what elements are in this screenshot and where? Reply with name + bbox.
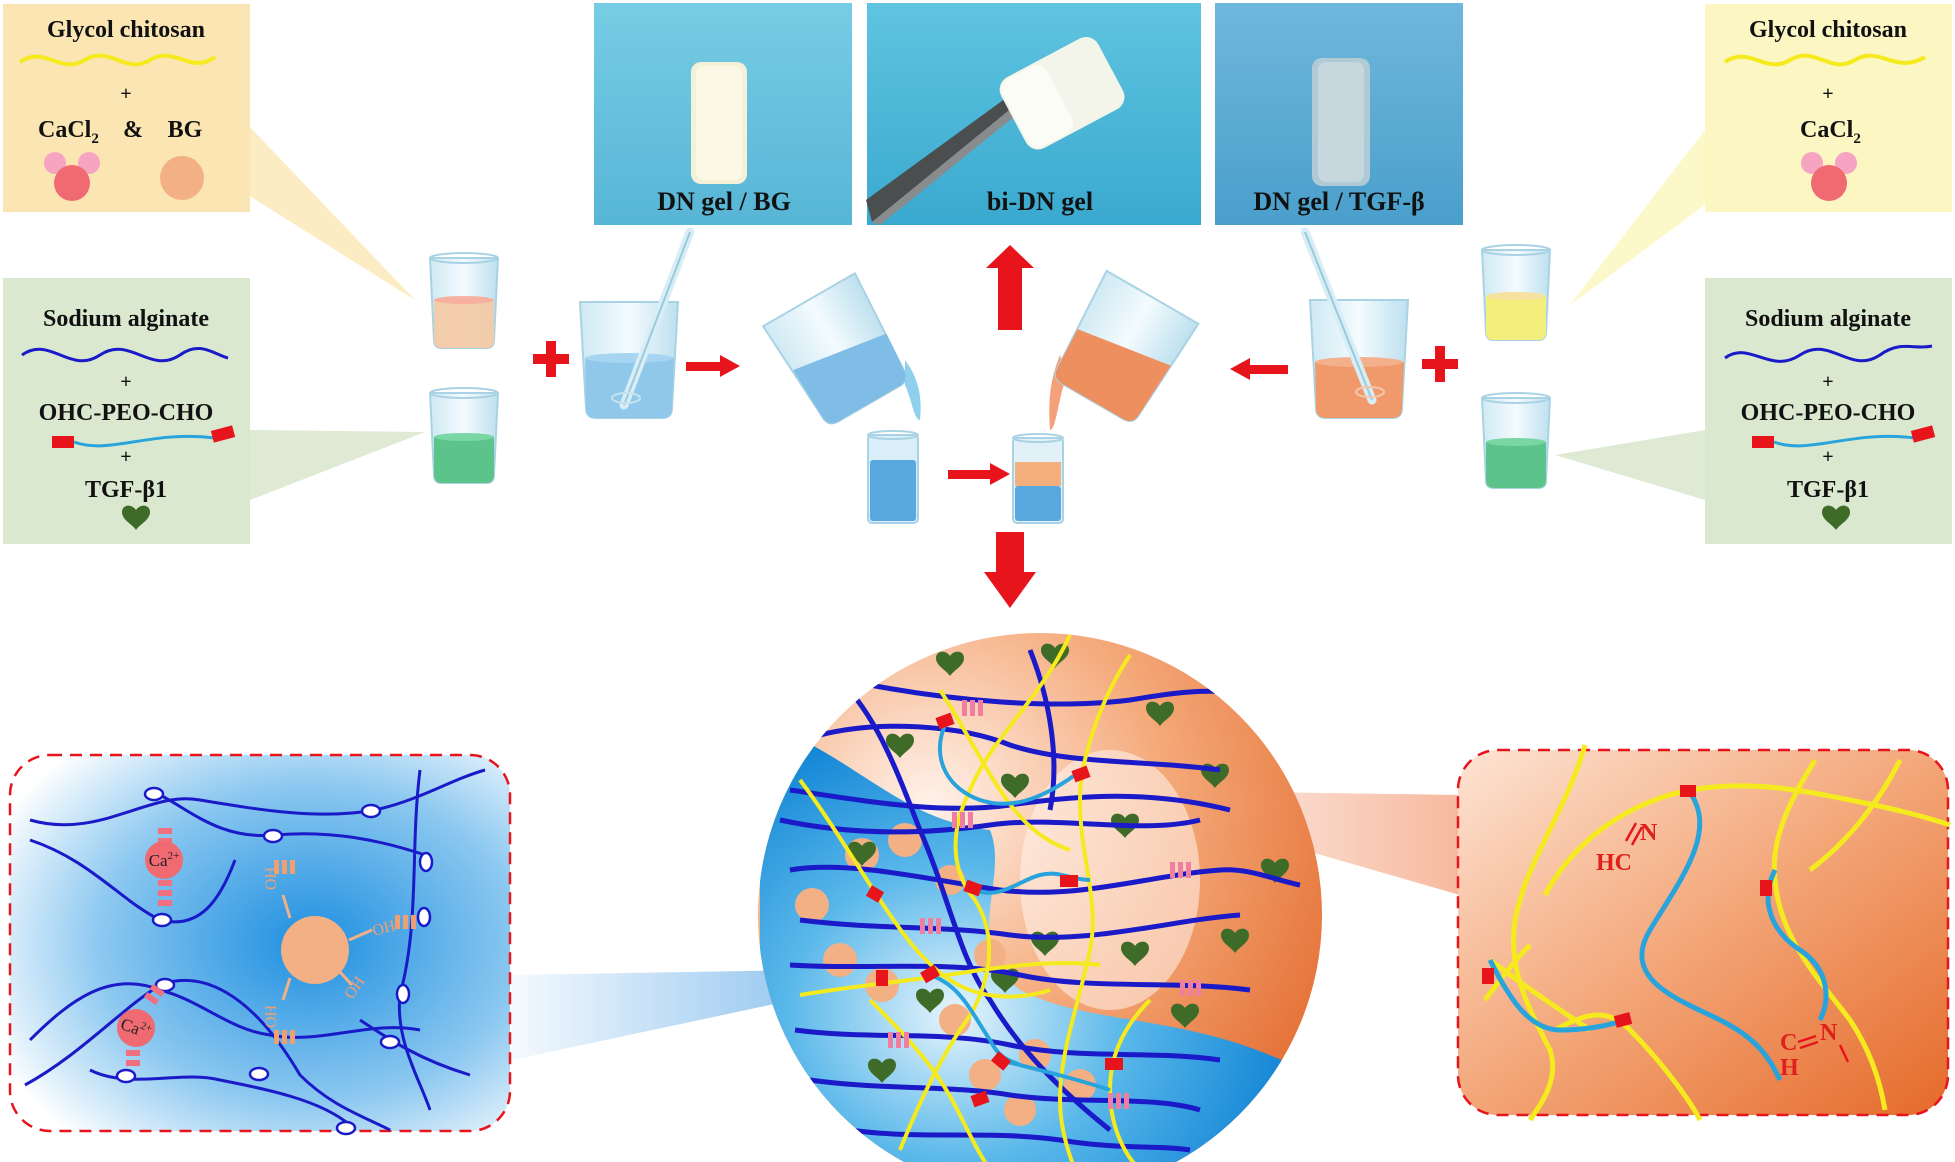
left-peo-label: OHC-PEO-CHO [39, 400, 214, 426]
svg-text:HC: HC [1596, 850, 1632, 876]
right-chitosan-box: Glycol chitosan + CaCl2 [1570, 4, 1952, 305]
photo-caption-center: bi-DN gel [987, 187, 1093, 216]
zoom-beam-left [512, 970, 840, 1060]
arrow-up [986, 245, 1034, 330]
arrow-right-1 [686, 355, 740, 377]
beaker-chitosan-right [1480, 244, 1552, 341]
right-tgf-label: TGF-β1 [1787, 477, 1869, 503]
right-peo-label: OHC-PEO-CHO [1741, 400, 1916, 426]
photo-caption-right: DN gel / TGF-β [1253, 187, 1424, 216]
svg-text:Ca2+: Ca2+ [149, 850, 180, 870]
photo-dn-gel-tgf: DN gel / TGF-β [1215, 3, 1463, 225]
alginate-chain-icon [1724, 344, 1933, 363]
photo-caption-left: DN gel / BG [657, 187, 791, 216]
svg-text:OH: OH [371, 917, 398, 940]
left-bg-label: BG [168, 117, 203, 143]
right-plus-1: + [1822, 83, 1833, 105]
right-plus-2: + [1822, 371, 1833, 393]
mixing-beaker-right [1300, 227, 1410, 419]
pouring-beaker-right [1054, 269, 1200, 422]
arrow-down [984, 532, 1036, 608]
imine-bond-2: C H N [1780, 1020, 1850, 1081]
red-plus-right [1422, 346, 1458, 382]
right-alginate-title: Sodium alginate [1745, 306, 1911, 332]
mold-blue [867, 430, 919, 524]
bilayer-network-sphere [758, 633, 1322, 1162]
imine-bond-1: HC N [1596, 820, 1658, 876]
left-amp: & [123, 117, 143, 143]
beaker-alginate-left [428, 387, 500, 484]
zoom-box-schiff-base-network: HC N C H N [1456, 744, 1951, 1122]
photo-dn-gel-bg: DN gel / BG [594, 3, 852, 225]
bg-hydroxyl-particle: OH OH OH OH [263, 860, 416, 1044]
left-alginate-box: Sodium alginate + OHC-PEO-CHO + TGF-β1 [3, 278, 425, 544]
alginate-chain-icon [21, 347, 229, 363]
beaker-alginate-right [1480, 392, 1552, 489]
cacl2-icon [1801, 152, 1857, 201]
arrow-right-2 [948, 463, 1010, 485]
svg-text:N: N [1640, 820, 1658, 846]
pouring-beaker-left [761, 271, 907, 425]
bg-particle-icon [160, 156, 204, 200]
pour-stream-blue [905, 360, 921, 420]
right-alginate-box: Sodium alginate + OHC-PEO-CHO + TGF-β1 [1555, 278, 1952, 544]
right-chitosan-title: Glycol chitosan [1749, 17, 1907, 43]
left-chitosan-title: Glycol chitosan [47, 17, 205, 43]
photo-bi-dn-gel: bi-DN gel [866, 3, 1201, 225]
svg-text:H: H [1780, 1055, 1799, 1081]
left-chitosan-box: Glycol chitosan + CaCl2 & BG [3, 4, 415, 300]
svg-text:N: N [1820, 1020, 1838, 1046]
right-cacl-label: CaCl2 [1800, 117, 1861, 147]
red-plus-left [533, 341, 569, 377]
mixing-beaker-left [578, 227, 695, 419]
zoom-box-ionic-network: Ca2+ Ca2+ OH OH OH OH [8, 753, 512, 1136]
left-plus-3: + [120, 446, 131, 468]
left-tgf-label: TGF-β1 [85, 477, 167, 503]
left-cacl-label: CaCl2 [38, 117, 99, 147]
ca-ion-1: Ca2+ [145, 828, 183, 906]
arrow-left [1230, 358, 1288, 380]
left-plus-2: + [120, 371, 131, 393]
ca-ion-2: Ca2+ [117, 983, 165, 1066]
svg-text:C: C [1780, 1030, 1797, 1056]
chitosan-chain-icon [1723, 53, 1927, 67]
peo-chain-icon [52, 425, 236, 448]
peo-chain-icon [1752, 425, 1936, 448]
beaker-chitosan-bg-left [428, 252, 500, 349]
right-plus-3: + [1822, 446, 1833, 468]
cacl2-icon [44, 152, 100, 201]
svg-text:OH: OH [263, 1004, 280, 1028]
left-plus-1: + [120, 83, 131, 105]
left-alginate-title: Sodium alginate [43, 306, 209, 332]
chitosan-chain-icon [18, 53, 217, 67]
mold-bilayer [1012, 433, 1064, 524]
